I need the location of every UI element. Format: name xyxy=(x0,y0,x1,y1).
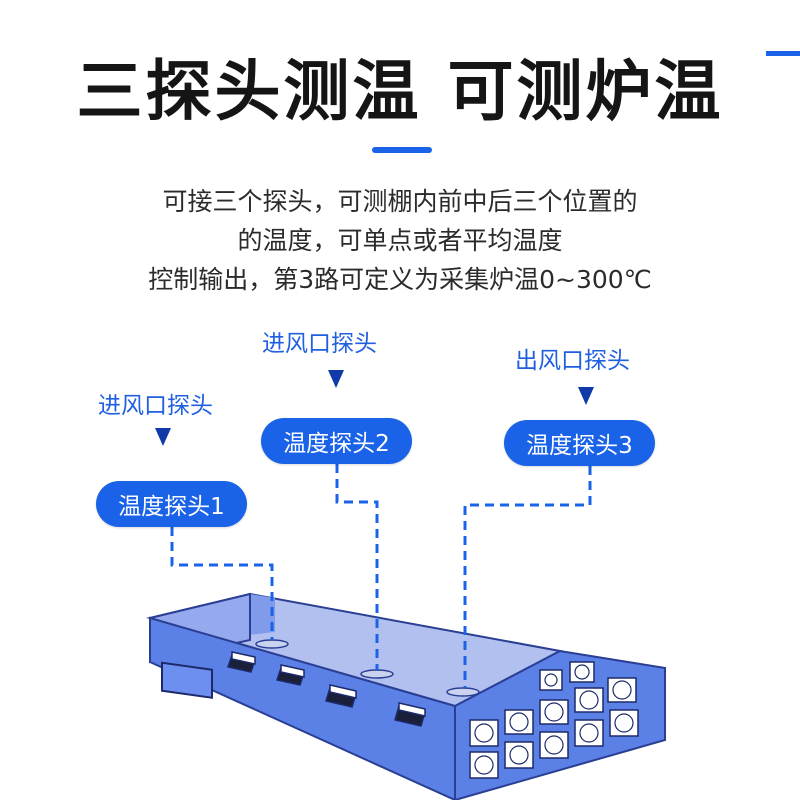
vent-cover-2 xyxy=(280,664,305,678)
probe-disc-1 xyxy=(255,639,289,649)
description-line-3: 控制输出，第3路可定义为采集炉温0~300℃ xyxy=(148,265,652,294)
probe-lead-2 xyxy=(335,464,379,670)
probe-3-position-label: 出风口探头 xyxy=(515,348,630,374)
probe-1-arrow-icon xyxy=(155,428,171,446)
title-underline xyxy=(372,147,432,153)
probe-1-tag: 温度探头1 xyxy=(96,481,247,527)
probe-lead-3 xyxy=(463,466,592,688)
greenhouse-window xyxy=(161,661,213,699)
description-line-2: 的温度，可单点或者平均温度 xyxy=(237,226,563,255)
fan-blades xyxy=(474,664,634,775)
probe-2-tag: 温度探头2 xyxy=(261,418,412,464)
probe-2-arrow-icon xyxy=(328,370,344,388)
probe-lead-1 xyxy=(170,527,274,640)
front-vent-covers xyxy=(231,651,426,717)
fan-01 xyxy=(539,669,563,691)
corner-accent-bar xyxy=(766,51,800,56)
greenhouse-front-wall xyxy=(149,616,456,800)
probe-disc-2 xyxy=(360,669,394,679)
vent-cover-3 xyxy=(329,684,357,699)
probe-disc-3 xyxy=(446,687,480,697)
probe-3-arrow-icon xyxy=(578,387,594,405)
probe-3-tag: 温度探头3 xyxy=(504,420,655,466)
description: 可接三个探头，可测棚内前中后三个位置的 的温度，可单点或者平均温度 控制输出，第… xyxy=(0,182,800,299)
vent-cover-1 xyxy=(231,651,256,665)
probe-2-position-label: 进风口探头 xyxy=(262,331,377,357)
description-line-1: 可接三个探头，可测棚内前中后三个位置的 xyxy=(162,187,638,216)
fan-02 xyxy=(569,661,595,683)
page-title: 三探头测温 可测炉温 xyxy=(76,53,724,130)
probe-1-position-label: 进风口探头 xyxy=(98,393,213,419)
vent-cover-4 xyxy=(398,702,426,717)
